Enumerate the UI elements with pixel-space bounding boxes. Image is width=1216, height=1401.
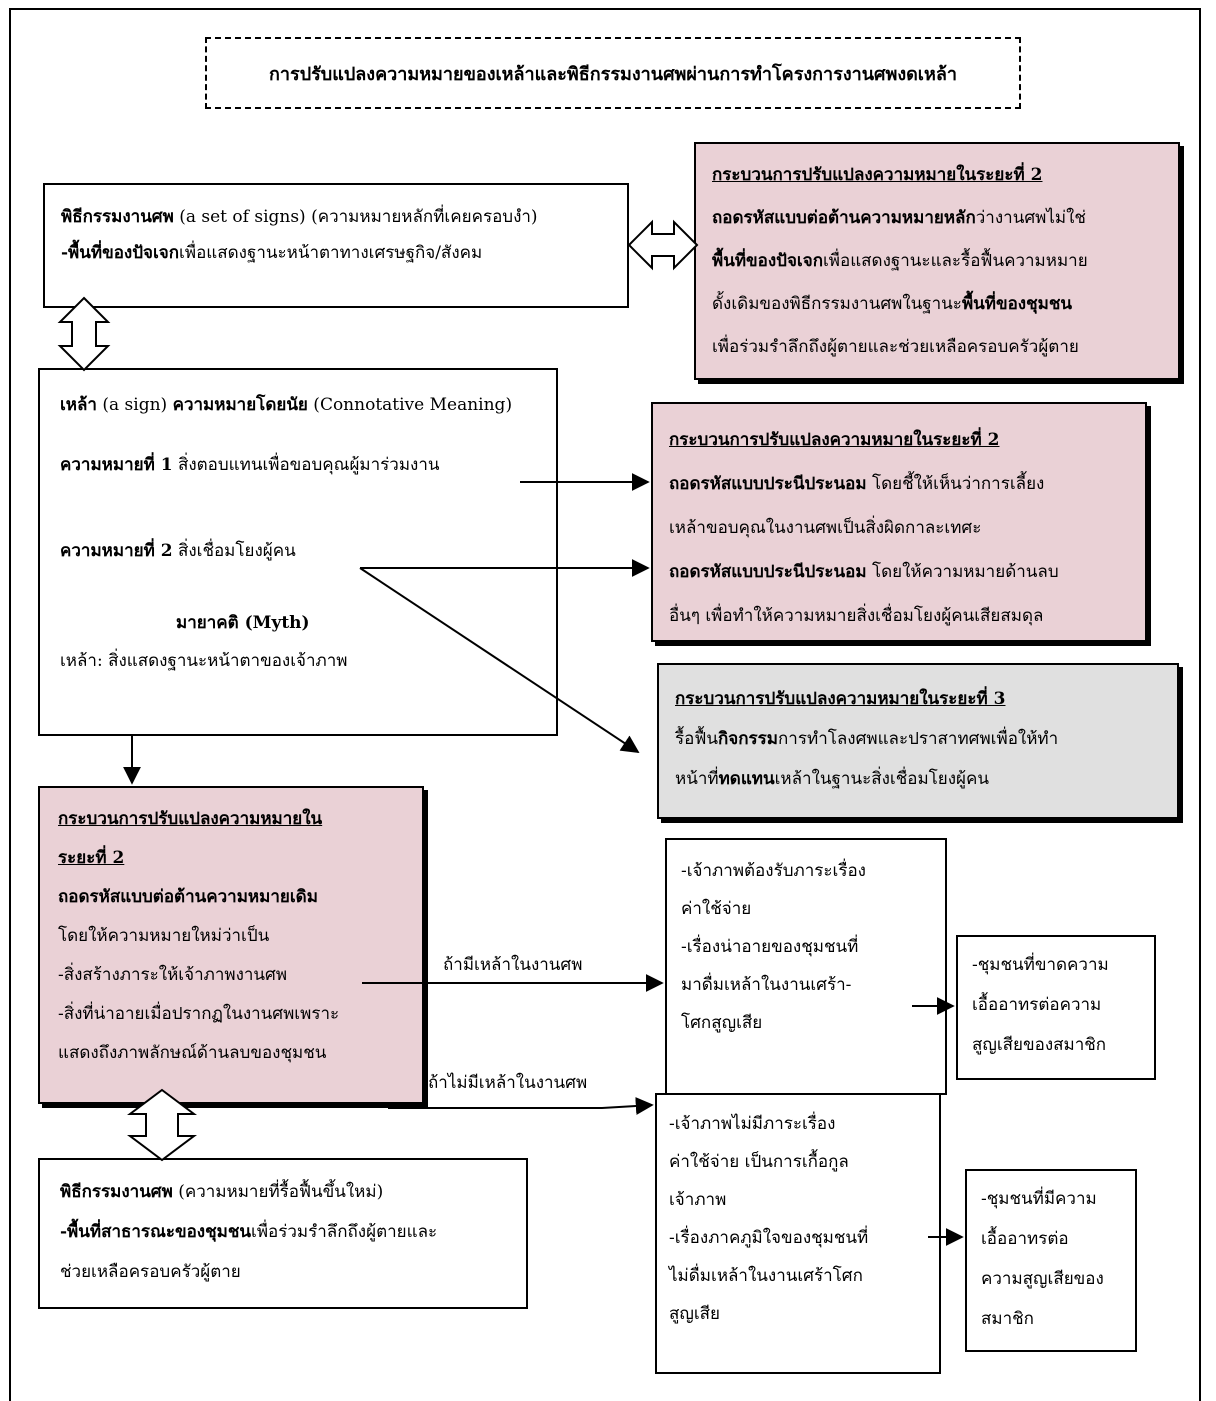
without-result-line4: สมาชิก [981, 1309, 1034, 1329]
box-with-alcohol-outcome: -เจ้าภาพต้องรับภาระเรื่อง ค่าใช้จ่าย -เร… [665, 838, 947, 1095]
myth-text: เหล้า: สิ่งแสดงฐานะหน้าตาของเจ้าภาพ [60, 651, 348, 671]
stage2-oppositional-heading2: ระยะที่ 2 [58, 848, 125, 868]
stage2-oppositional-line2: โดยให้ความหมายใหม่ว่าเป็น [58, 926, 270, 946]
diagram-title-text: การปรับแปลงความหมายของเหล้าและพิธีกรรมงา… [269, 63, 957, 85]
new-ritual-line1: พิธีกรรมงานศพ (ความหมายที่รื้อฟื้นขึ้นให… [60, 1182, 384, 1202]
box-funeral-ritual: พิธีกรรมงานศพ (a set of signs) (ความหมาย… [43, 183, 629, 308]
stage2-oppositional-line4: -สิ่งที่น่าอายเมื่อปรากฏในงานศพเพราะ [58, 1004, 340, 1024]
stage2-resistance-line1: ถอดรหัสแบบต่อต้านความหมายหลักว่างานศพไม่… [712, 208, 1086, 228]
with-outcome-line4: มาดื่มเหล้าในงานเศร้า- [681, 975, 852, 995]
box-with-alcohol-result: -ชุมชนที่ขาดความ เอื้ออาทรต่อความ สูญเสี… [956, 935, 1156, 1080]
funeral-ritual-line1: พิธีกรรมงานศพ (a set of signs) (ความหมาย… [61, 207, 538, 227]
box-alcohol-sign: เหล้า (a sign) ความหมายโดยนัย (Connotati… [38, 368, 558, 736]
without-result-line3: ความสูญเสียของ [981, 1269, 1104, 1289]
label-with-alcohol: ถ้ามีเหล้าในงานศพ [443, 955, 583, 975]
box-stage2-resistance: กระบวนการปรับแปลงความหมายในระยะที่ 2 ถอด… [694, 142, 1180, 380]
with-outcome-line5: โศกสูญเสีย [681, 1013, 763, 1033]
box-stage3: กระบวนการปรับแปลงความหมายในระยะที่ 3 รื้… [657, 663, 1179, 819]
with-outcome-line1: -เจ้าภาพต้องรับภาระเรื่อง [681, 861, 866, 881]
stage2-oppositional-line5: แสดงถึงภาพลักษณ์ด้านลบของชุมชน [58, 1043, 327, 1063]
box-without-alcohol-result: -ชุมชนที่มีความ เอื้ออาทรต่อ ความสูญเสีย… [965, 1169, 1137, 1352]
with-outcome-line3: -เรื่องน่าอายของชุมชนที่ [681, 937, 859, 957]
meaning-2: ความหมายที่ 2 สิ่งเชื่อมโยงผู้คน [60, 541, 296, 561]
stage2-negotiated-line4: อื่นๆ เพื่อทำให้ความหมายสิ่งเชื่อมโยงผู้… [669, 606, 1044, 626]
without-outcome-line5: ไม่ดื่มเหล้าในงานเศร้าโศก [669, 1266, 863, 1286]
label-without-alcohol: ถ้าไม่มีเหล้าในงานศพ [428, 1073, 588, 1093]
new-ritual-line3: ช่วยเหลือครอบครัวผู้ตาย [60, 1262, 241, 1282]
without-outcome-line3: เจ้าภาพ [669, 1190, 727, 1210]
with-outcome-line2: ค่าใช้จ่าย [681, 899, 752, 919]
without-outcome-line1: -เจ้าภาพไม่มีภาระเรื่อง [669, 1114, 836, 1134]
alcohol-sign-heading: เหล้า (a sign) ความหมายโดยนัย (Connotati… [60, 395, 513, 415]
stage2-resistance-line4: เพื่อร่วมรำลึกถึงผู้ตายและช่วยเหลือครอบค… [712, 337, 1079, 357]
stage2-oppositional-heading1: กระบวนการปรับแปลงความหมายใน [58, 809, 323, 829]
stage3-line1: รื้อฟื้นกิจกรรมการทำโลงศพและปราสาทศพเพื่… [675, 729, 1059, 749]
new-ritual-line2: -พื้นที่สาธารณะของชุมชนเพื่อร่วมรำลึกถึง… [60, 1222, 438, 1242]
with-result-line1: -ชุมชนที่ขาดความ [972, 955, 1109, 975]
with-result-line2: เอื้ออาทรต่อความ [972, 995, 1102, 1015]
stage2-oppositional-line3: -สิ่งสร้างภาระให้เจ้าภาพงานศพ [58, 965, 288, 985]
box-new-ritual: พิธีกรรมงานศพ (ความหมายที่รื้อฟื้นขึ้นให… [38, 1158, 528, 1309]
with-result-line3: สูญเสียของสมาชิก [972, 1035, 1107, 1055]
stage3-line2: หน้าที่ทดแทนเหล้าในฐานะสิ่งเชื่อมโยงผู้ค… [675, 769, 989, 789]
outer-frame [9, 8, 1201, 1401]
stage2-oppositional-line1: ถอดรหัสแบบต่อต้านความหมายเดิม [58, 887, 318, 907]
arrow-meaning2-to-stage3 [359, 567, 640, 753]
stage2-resistance-line2: พื้นที่ของปัจเจกเพื่อแสดงฐานะและรื้อฟื้น… [712, 251, 1088, 271]
stage2-negotiated-line1: ถอดรหัสแบบประนีประนอม โดยชี้ให้เห็นว่ากา… [669, 474, 1045, 494]
double-arrow-vertical-bottom [127, 1088, 197, 1162]
double-arrow-vertical-top [57, 296, 111, 372]
stage3-heading: กระบวนการปรับแปลงความหมายในระยะที่ 3 [675, 689, 1006, 709]
without-outcome-line6: สูญเสีย [669, 1304, 721, 1324]
without-outcome-line4: -เรื่องภาคภูมิใจของชุมชนที่ [669, 1228, 869, 1248]
without-outcome-line2: ค่าใช้จ่าย เป็นการเกื้อกูล [669, 1152, 849, 1172]
diagram-title: การปรับแปลงความหมายของเหล้าและพิธีกรรมงา… [205, 37, 1021, 109]
without-result-line2: เอื้ออาทรต่อ [981, 1229, 1069, 1249]
box-stage2-oppositional: กระบวนการปรับแปลงความหมายใน ระยะที่ 2 ถอ… [38, 786, 424, 1104]
arrow-without-alcohol [388, 1096, 654, 1115]
stage2-resistance-heading: กระบวนการปรับแปลงความหมายในระยะที่ 2 [712, 165, 1043, 185]
stage2-negotiated-heading: กระบวนการปรับแปลงความหมายในระยะที่ 2 [669, 430, 1000, 450]
without-result-line1: -ชุมชนที่มีความ [981, 1189, 1097, 1209]
meaning-1: ความหมายที่ 1 สิ่งตอบแทนเพื่อขอบคุณผู้มา… [60, 455, 440, 475]
stage2-negotiated-line3: ถอดรหัสแบบประนีประนอม โดยให้ความหมายด้าน… [669, 562, 1059, 582]
stage2-negotiated-line2: เหล้าขอบคุณในงานศพเป็นสิ่งผิดกาละเทศะ [669, 518, 982, 538]
double-arrow-horizontal [627, 219, 699, 271]
box-without-alcohol-outcome: -เจ้าภาพไม่มีภาระเรื่อง ค่าใช้จ่าย เป็นก… [655, 1093, 941, 1374]
funeral-ritual-line2: -พื้นที่ของปัจเจกเพื่อแสดงฐานะหน้าตาทางเ… [61, 243, 483, 263]
box-stage2-negotiated: กระบวนการปรับแปลงความหมายในระยะที่ 2 ถอด… [651, 402, 1147, 642]
myth-heading: มายาคติ (Myth) [176, 613, 310, 633]
stage2-resistance-line3: ดั้งเดิมของพิธีกรรมงานศพในฐานะพื้นที่ของ… [712, 294, 1073, 314]
